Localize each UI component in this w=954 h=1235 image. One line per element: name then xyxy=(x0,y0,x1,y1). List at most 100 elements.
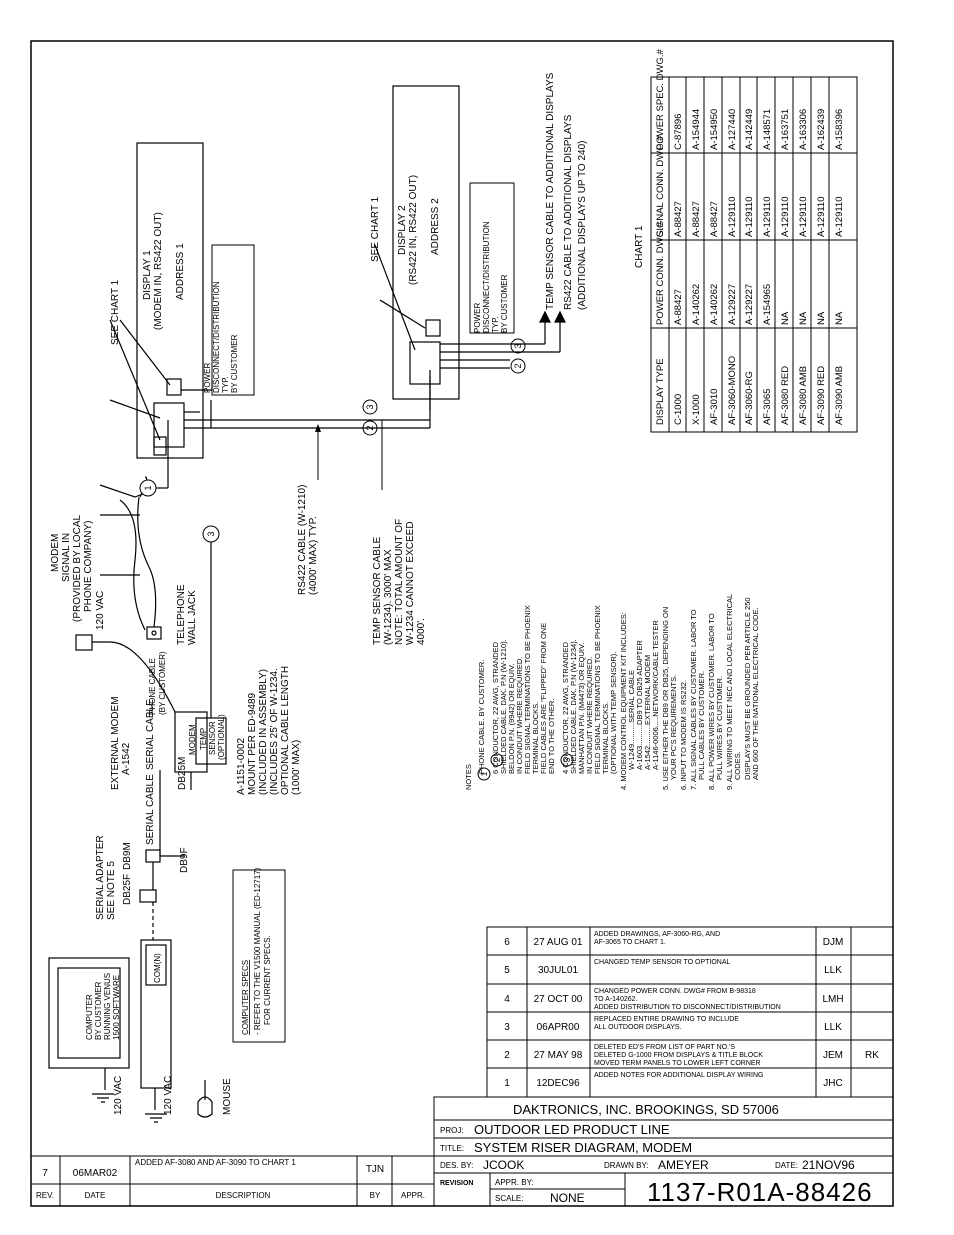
revision-number: 1 xyxy=(504,1078,510,1089)
com-port-box xyxy=(145,944,167,986)
revision-description: ALL OUTDOOR DISPLAYS. xyxy=(594,1024,682,1031)
display-type-cell: AF-3060-RG xyxy=(744,371,755,425)
note-line: (OPTIONAL WITH TEMP SENSOR). xyxy=(609,652,618,774)
revision-by: JHC xyxy=(823,1078,842,1089)
power-conn-cell: A-129227 xyxy=(727,284,738,325)
display-2 xyxy=(374,85,566,428)
revision-description: TO A-140262. xyxy=(594,996,638,1003)
computer-assembly xyxy=(48,939,213,1123)
bottom-by-value: TJN xyxy=(366,1164,384,1175)
proj-value: OUTDOOR LED PRODUCT LINE xyxy=(474,1122,670,1137)
db9m-label: DB9M xyxy=(122,842,133,870)
revision-label: REVISION xyxy=(440,1180,473,1187)
bottom-rev-value: 7 xyxy=(42,1168,48,1179)
temp-cable-label-5: 4000'. xyxy=(416,618,427,645)
des-label: DES. BY: xyxy=(440,1161,473,1170)
note-line: BELDON P.N. (9942) OR EQUIV. xyxy=(507,664,516,774)
circle-3-label-sensor: 3 xyxy=(206,531,216,536)
date-value: 21NOV96 xyxy=(802,1158,855,1172)
power-disconnect-1-box xyxy=(211,244,255,396)
note-circle-3: 3 xyxy=(563,757,572,762)
scale-value: NONE xyxy=(550,1191,585,1205)
bottom-header-appr: APPR. xyxy=(401,1191,425,1200)
signal-conn-cell: A-129110 xyxy=(762,197,773,238)
revision-description: MOVED TERM PANELS TO LOWER LEFT CORNER xyxy=(594,1060,761,1067)
temp-sensor-note-1: A-1151-0002 xyxy=(236,737,247,795)
com-port-label: COM(N) xyxy=(153,953,162,983)
note-circle-1: 1 xyxy=(480,771,489,776)
power-spec-cell: A-154950 xyxy=(709,109,720,150)
notes-title: NOTES xyxy=(464,764,473,790)
temp-cable-label-4: W-1234 CANNOT EXCEED xyxy=(405,521,416,645)
display-type-cell: AF-3090 RED xyxy=(816,366,827,425)
revision-by: LMH xyxy=(822,994,843,1005)
revision-table xyxy=(486,926,894,1098)
modem-box-label: MODEM xyxy=(188,724,197,755)
power-disconnect-2-label-1: POWER xyxy=(473,303,482,333)
display-type-cell: AF-3090 AMB xyxy=(834,366,845,425)
rs422-additional-label-2: (ADDITIONAL DISPLAYS UP TO 240) xyxy=(577,140,588,310)
db9f-label: DB9F xyxy=(179,847,190,873)
note-line: 9. ALL WIRING TO MEET NEC AND LOCAL ELEC… xyxy=(725,594,734,790)
power-conn-cell: NA xyxy=(780,311,791,325)
drawn-label: DRAWN BY: xyxy=(604,1161,649,1170)
signal-conn-cell: A-129110 xyxy=(727,197,738,238)
signal-conn-cell: A-88427 xyxy=(673,201,684,237)
note-line: 5. USE EITHER THE DB9 OR DB25, DEPENDING… xyxy=(661,607,670,790)
revision-appr: RK xyxy=(865,1050,879,1061)
computer-specs-title: COMPUTER SPECS xyxy=(241,960,250,1035)
display-type-cell: AF-3060-MONO xyxy=(727,356,738,425)
bottom-header-rev: REV. xyxy=(36,1191,54,1200)
circle-2-label-b: 2 xyxy=(513,363,523,368)
revision-number: 3 xyxy=(504,1022,510,1033)
bottom-date-value: 06MAR02 xyxy=(73,1168,118,1179)
bottom-header-by: BY xyxy=(370,1191,381,1200)
vac-label-modem: 120 VAC xyxy=(95,591,106,630)
revision-date: 30JUL01 xyxy=(538,965,578,976)
display-type-cell: AF-3010 xyxy=(709,389,720,425)
external-modem-label-2: A-1542 xyxy=(121,742,132,775)
telephone-jack-label-1: TELEPHONE xyxy=(176,584,187,645)
date-label: DATE: xyxy=(775,1161,798,1170)
computer-specs-line-2: FOR CURRENT SPECS. xyxy=(263,935,272,1025)
scale-label: SCALE: xyxy=(495,1194,523,1203)
note-line: A-1603..........DB9 TO DB25 ADAPTER xyxy=(635,640,644,770)
power-spec-cell: A-163751 xyxy=(780,109,791,150)
temp-sensor-additional-label: TEMP SENSOR CABLE TO ADDITIONAL DISPLAYS xyxy=(545,72,556,310)
computer-screen xyxy=(57,967,121,1059)
power-conn-cell: NA xyxy=(834,311,845,325)
see-chart-1-label-b: SEE CHART 1 xyxy=(370,196,381,262)
power-conn-cell: A-88427 xyxy=(673,289,684,325)
circle-3-label-b: 3 xyxy=(513,343,523,348)
note-line: YOUR PC'S REQUIREMENTS. xyxy=(669,675,678,780)
chart-1-table xyxy=(650,76,858,433)
note-line: A-1146-0006.....NETWORK/CABLE TESTER xyxy=(651,620,660,770)
note-line: 4 CONDUCTOR, 22 AWG, STRANDED xyxy=(561,641,570,774)
temp-cable-label-3: NOTE: TOTAL AMOUNT OF xyxy=(394,519,405,645)
display-2-label-2: (RS422 IN, RS422 OUT) xyxy=(408,175,419,285)
temp-sensor-note-5: OPTIONAL CABLE LENGTH xyxy=(280,666,291,795)
power-disconnect-2-label-2: DISCONNECT/DISTRIBUTION xyxy=(482,221,491,333)
temp-sensor-label-1: TEMP xyxy=(199,728,208,750)
revision-description: CHANGED TEMP SENSOR TO OPTIONAL xyxy=(594,959,731,966)
circle-3-label-a: 3 xyxy=(365,404,375,409)
revision-description: REPLACED ENTIRE DRAWING TO INCLUDE xyxy=(594,1016,739,1023)
revision-by: LLK xyxy=(824,965,842,976)
note-line: FIELD SIGNAL TERMINATIONS TO BE PHOENIX xyxy=(593,605,602,774)
notes-block: NOTES PHONE CABLE. BY CUSTOMER. 6 CONDUC… xyxy=(464,594,760,790)
display-type-cell: X-1000 xyxy=(691,394,702,425)
serial-adapter-label-1: SERIAL ADAPTER xyxy=(95,835,106,920)
rs422-additional-label-1: RS422 CABLE TO ADDITIONAL DISPLAYS xyxy=(563,114,574,310)
power-conn-cell: A-140262 xyxy=(709,284,720,325)
vac-label-computer: 120 VAC xyxy=(113,1076,124,1115)
signal-conn-cell: A-88427 xyxy=(709,201,720,237)
power-conn-cell: NA xyxy=(816,311,827,325)
external-modem-label-1: EXTERNAL MODEM xyxy=(110,696,121,790)
modem-signal-label-3: (PROVIDED BY LOCAL xyxy=(72,514,83,622)
modem-signal-label-1: MODEM xyxy=(50,534,61,572)
bottom-header-desc: DESCRIPTION xyxy=(216,1191,271,1200)
revision-date: 12DEC96 xyxy=(536,1078,580,1089)
serial-adapter-label-2: SEE NOTE 5 xyxy=(106,861,117,920)
db25m-label: DB25M xyxy=(177,757,188,790)
revision-by: LLK xyxy=(824,1022,842,1033)
